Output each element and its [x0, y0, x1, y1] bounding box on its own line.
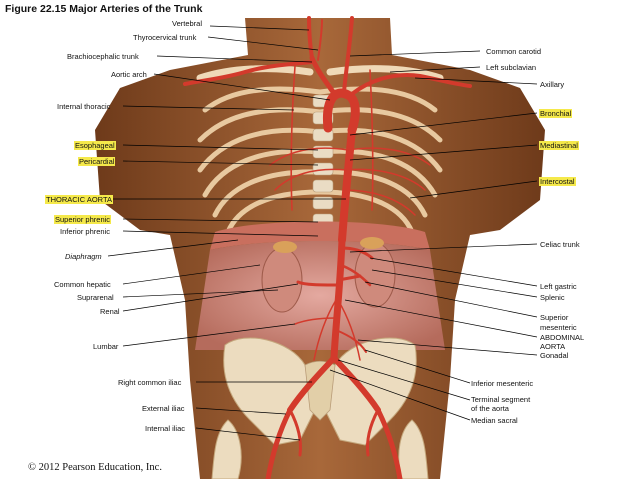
label-superior-phrenic: Superior phrenic — [54, 215, 112, 224]
label-common-hepatic: Common hepatic — [54, 280, 111, 289]
left-subclavian-vessel — [350, 73, 472, 96]
label-superior-mesenteric-line1: Superior — [540, 313, 569, 322]
label-gonadal: Gonadal — [540, 351, 569, 360]
label-abdominal-aorta-line2: AORTA — [540, 342, 566, 351]
right-common-iliac-vessel — [287, 355, 337, 413]
right-clavicle — [326, 65, 444, 82]
vertebral-vessel — [317, 19, 323, 61]
label-pericardial: Pericardial — [78, 157, 116, 166]
label-abdominal-aorta-line1: ABDOMINAL — [540, 333, 585, 342]
label-inferior-phrenic: Inferior phrenic — [60, 227, 111, 236]
label-brachiocephalic-trunk: Brachiocephalic trunk — [67, 52, 139, 61]
arterial-tree — [183, 16, 472, 479]
label-right-common-iliac: Right common iliac — [118, 378, 182, 387]
label-intercostal: Intercostal — [539, 177, 576, 186]
label-common-carotid: Common carotid — [486, 47, 542, 56]
thoracic-aorta-vessel — [338, 126, 356, 244]
external-iliac-vessel — [265, 407, 293, 479]
label-aortic-arch: Aortic arch — [111, 70, 147, 79]
label-esophageal: Esophageal — [74, 141, 116, 150]
abdominal-aorta-vessel — [330, 236, 346, 362]
internal-thoracic-vessel — [290, 65, 296, 211]
label-external-iliac: External iliac — [142, 404, 185, 413]
leader-lines-left — [107, 25, 346, 441]
left-adrenal — [360, 237, 384, 249]
internal-iliac-vessel — [288, 408, 302, 457]
label-internal-thoracic: Internal thoracic — [57, 102, 111, 111]
gonadal-vessel — [337, 299, 361, 361]
right-kidney — [261, 247, 303, 313]
label-suprarenal: Suprarenal — [77, 293, 114, 302]
label-inferior-mesenteric: Inferior mesenteric — [471, 379, 534, 388]
pelvis — [223, 337, 417, 446]
right-adrenal — [273, 241, 297, 253]
lumbar-vessel — [294, 317, 337, 325]
label-superior-mesenteric-line2: mesenteric — [540, 323, 577, 332]
label-left-gastric: Left gastric — [540, 282, 577, 291]
label-median-sacral: Median sacral — [471, 416, 518, 425]
label-terminal-segment-line2: of the aorta — [471, 404, 509, 413]
label-left-subclavian: Left subclavian — [486, 63, 537, 72]
label-renal: Renal — [100, 307, 120, 316]
label-terminal-segment-line1: Terminal segment — [471, 395, 531, 404]
aortic-arch-vessel — [322, 88, 360, 135]
rib-cage — [197, 86, 443, 235]
renal-vessel — [296, 280, 342, 287]
figure-title: Figure 22.15 Major Arteries of the Trunk — [5, 3, 203, 15]
label-lumbar: Lumbar — [93, 342, 119, 351]
label-axillary: Axillary — [540, 80, 565, 89]
label-diaphragm: Diaphragm — [65, 252, 102, 261]
abdominal-cavity — [195, 241, 445, 350]
label-thyrocervical-trunk: Thyrocervical trunk — [133, 33, 197, 42]
diaphragm — [210, 221, 430, 250]
label-mediastinal: Mediastinal — [539, 141, 579, 150]
left-common-iliac-vessel — [331, 355, 381, 413]
celiac-trunk-vessel — [340, 246, 374, 260]
inferior-mesenteric-vessel — [335, 329, 367, 353]
label-bronchial: Bronchial — [539, 109, 573, 118]
common-carotid-vessel — [342, 16, 354, 94]
label-thoracic-aorta: THORACIC AORTA — [45, 195, 113, 204]
leader-lines-right — [329, 50, 538, 421]
label-celiac-trunk: Celiac trunk — [540, 240, 580, 249]
copyright-notice: © 2012 Pearson Education, Inc. — [28, 462, 162, 473]
label-internal-iliac: Internal iliac — [145, 424, 186, 433]
label-splenic: Splenic — [540, 293, 565, 302]
femur-heads — [211, 419, 429, 479]
label-vertebral: Vertebral — [172, 19, 203, 28]
